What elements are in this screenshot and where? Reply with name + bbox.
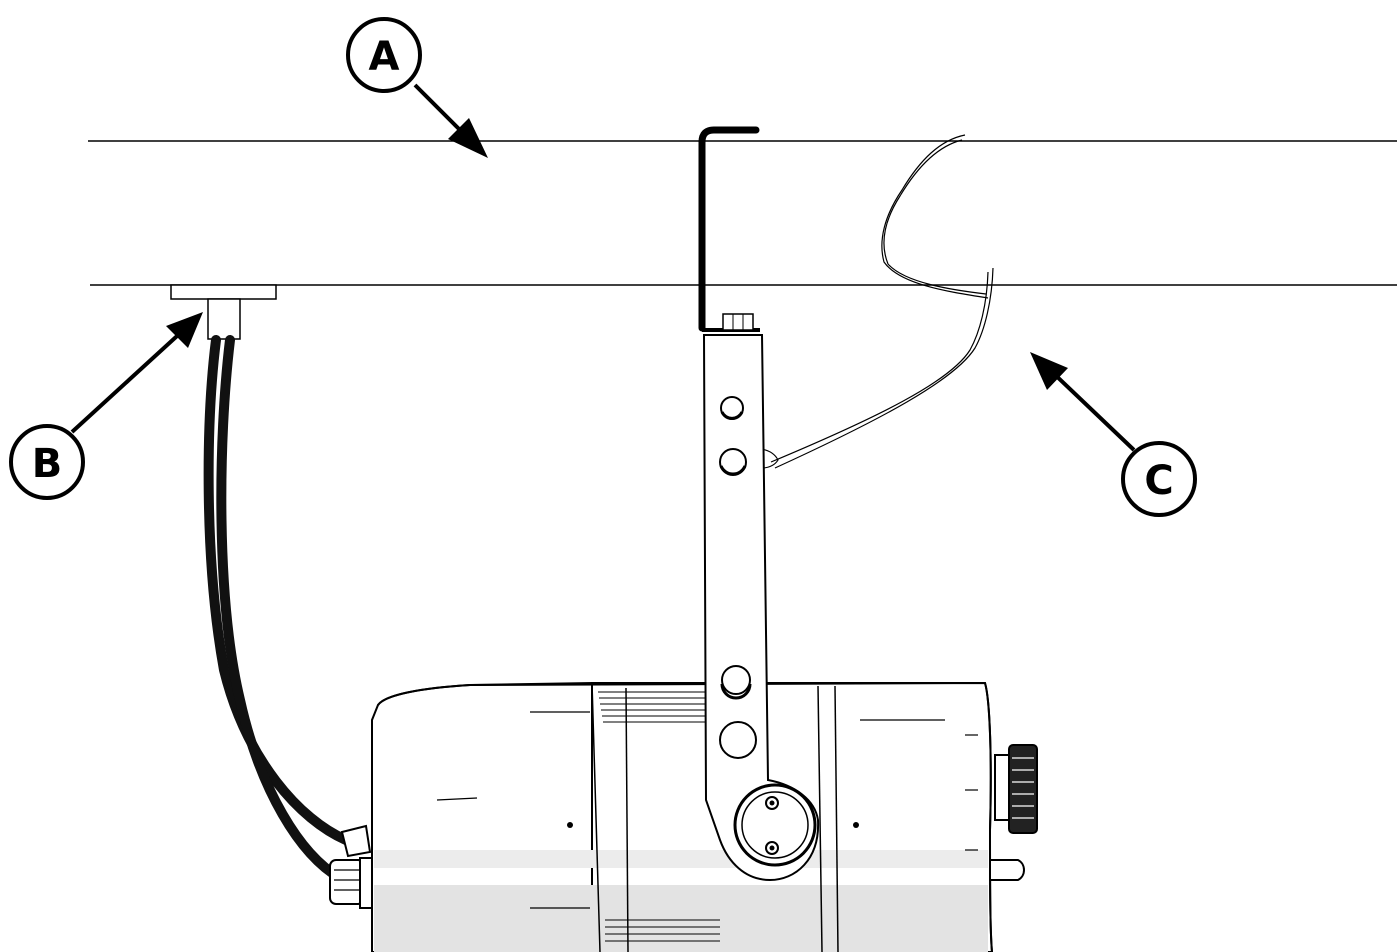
mounting-clamp	[698, 126, 760, 332]
cable-glands	[329, 824, 373, 909]
safety-cable	[737, 134, 994, 469]
callout-b: B	[9, 312, 203, 500]
callout-c-label: C	[1144, 458, 1173, 504]
callout-b-arrowhead	[166, 312, 203, 348]
callout-a-circle	[346, 17, 422, 93]
callout-c-arrowhead	[1030, 352, 1068, 390]
callout-a-label: A	[369, 34, 400, 80]
power-cables	[203, 335, 351, 883]
callout-b-circle	[9, 424, 85, 500]
callout-c: C	[1030, 352, 1197, 517]
pipe	[88, 140, 1397, 286]
callout-a: A	[346, 17, 488, 158]
power-connector	[170, 284, 277, 340]
fixture-body	[371, 681, 994, 952]
yoke-arm	[702, 334, 820, 882]
callout-c-circle	[1121, 441, 1197, 517]
focus-knob	[989, 744, 1038, 881]
callout-a-arrowhead	[448, 118, 488, 158]
callout-b-label: B	[32, 441, 63, 487]
